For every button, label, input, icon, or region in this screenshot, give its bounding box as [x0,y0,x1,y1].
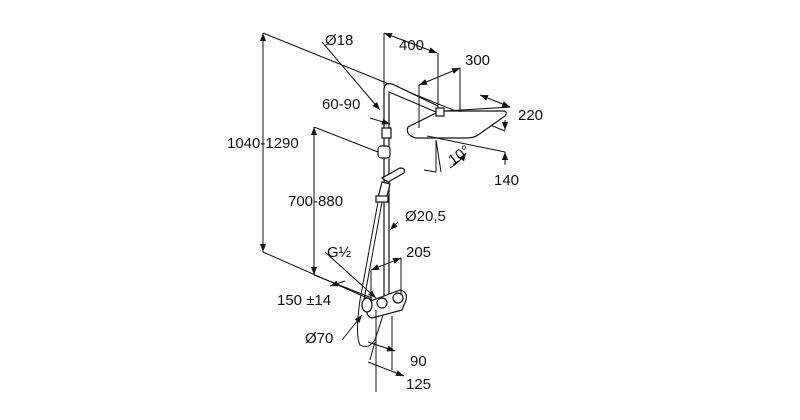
hand-shower [357,167,406,348]
mixer-height-dimension [311,126,379,299]
label-pipe-top-diameter: Ø18 [325,32,354,49]
label-head-offset: 140 [494,172,520,189]
label-escutcheon-diameter: Ø70 [305,330,334,347]
label-holder-range: 60-90 [322,96,361,113]
label-connection-spacing: 150 ±14 [277,292,332,309]
shower-head [406,107,507,139]
label-mixer-depth-total: 125 [406,376,432,393]
thermostatic-mixer [361,289,407,319]
head-dimensions [383,32,511,173]
label-total-height: 1040-1290 [227,135,299,152]
label-pipe-diameter: Ø20,5 [405,208,446,225]
label-mixer-depth-front: 90 [410,353,427,370]
label-head-depth: 220 [518,107,544,124]
label-connection-thread: G½ [327,244,352,261]
label-mixer-width: 205 [406,244,432,261]
label-arm-length: 400 [399,37,425,54]
label-head-width: 300 [465,52,491,69]
label-mixer-height: 700-880 [288,193,344,210]
lower-dimensions [321,41,405,392]
